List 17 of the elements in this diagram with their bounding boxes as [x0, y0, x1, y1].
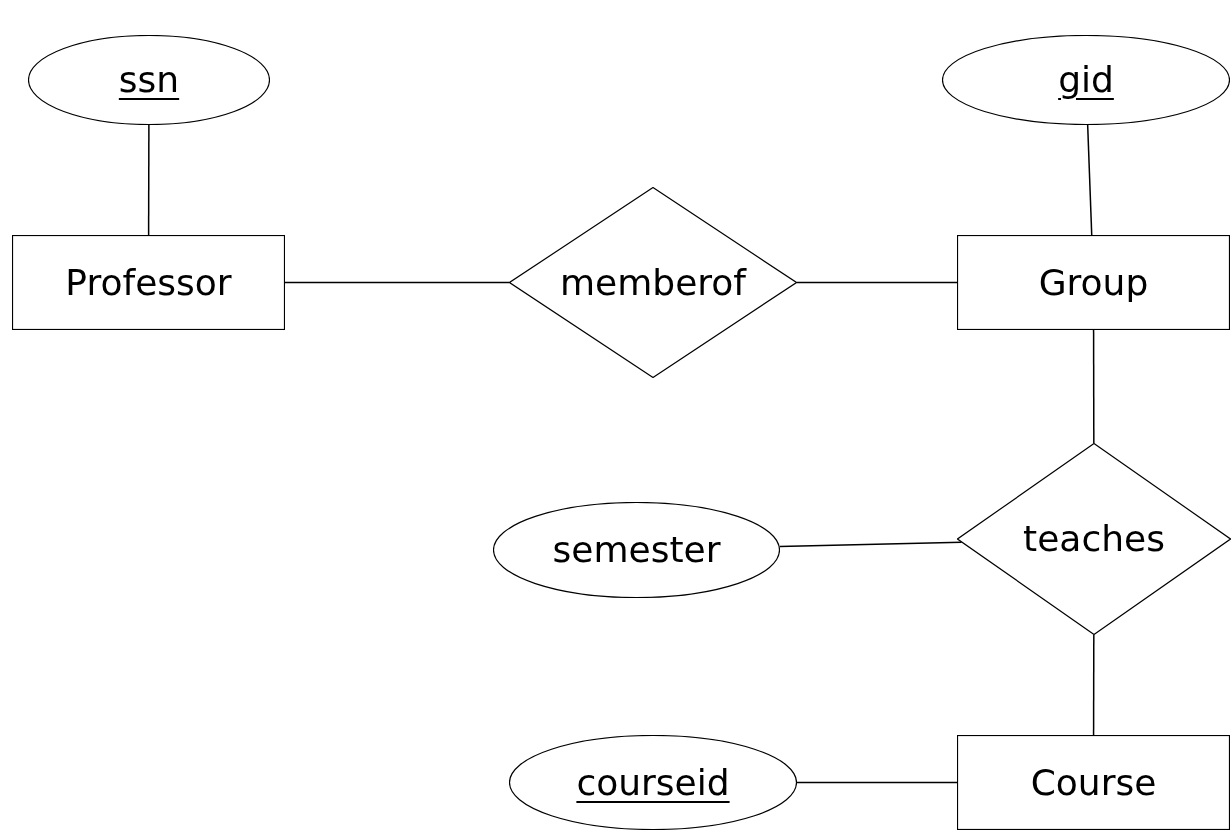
connector-line — [147, 124, 150, 236]
connector-line — [778, 541, 963, 548]
key-attribute-name: courseid — [576, 764, 730, 801]
key-attribute-name: gid — [1058, 62, 1114, 98]
entity-name: Group — [1038, 264, 1149, 301]
connector-line — [1092, 329, 1095, 444]
relationship-name: memberof — [560, 264, 746, 301]
relationship-name: teaches — [1023, 521, 1165, 557]
attribute-name: semester — [552, 532, 721, 568]
connector-line — [284, 281, 510, 284]
connector-line — [1086, 124, 1093, 236]
key-attribute-name: ssn — [118, 62, 180, 98]
connector-line — [796, 281, 958, 284]
connector-line — [1092, 634, 1095, 736]
connector-line — [796, 781, 958, 784]
entity-name: Professor — [65, 264, 232, 301]
entity-name: Course — [1030, 764, 1157, 801]
